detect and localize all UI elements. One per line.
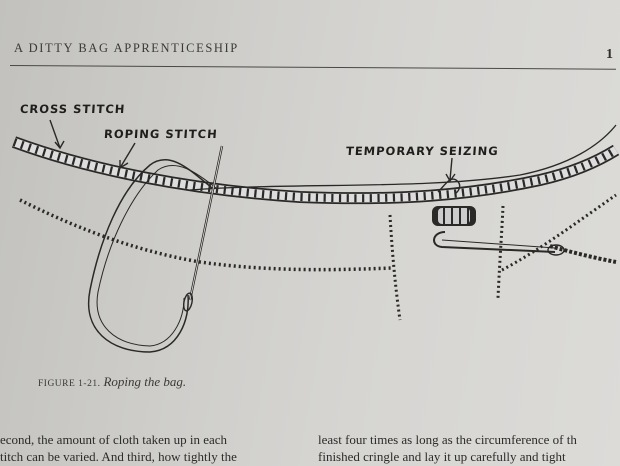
body-line: least four times as long as the circumfe… bbox=[318, 431, 620, 448]
body-line: titch can be varied. And third, how tigh… bbox=[0, 448, 300, 465]
figure-title: Roping the bag. bbox=[103, 374, 186, 389]
cross-stitch-label: CROSS STITCH bbox=[20, 102, 126, 116]
needle bbox=[182, 146, 222, 312]
roping-stitch-label: ROPING STITCH bbox=[104, 127, 219, 141]
bolt-rope bbox=[14, 142, 616, 198]
body-line: econd, the amount of cloth taken up in e… bbox=[0, 431, 300, 448]
cross-stitch-arrow bbox=[50, 120, 64, 148]
body-column-left: econd, the amount of cloth taken up in e… bbox=[0, 431, 300, 465]
roping-stitch-arrow bbox=[120, 143, 135, 168]
seizing-arrow bbox=[446, 158, 455, 181]
vertical-seam-right bbox=[498, 206, 503, 298]
vertical-seam-left bbox=[390, 215, 400, 320]
figure-number: FIGURE 1-21. bbox=[38, 379, 100, 389]
cross-stitch-seam bbox=[20, 195, 616, 270]
body-column-right: least four times as long as the circumfe… bbox=[318, 431, 620, 465]
temporary-seizing-label: TEMPORARY SEIZING bbox=[346, 144, 500, 158]
body-line: finished cringle and lay it up carefully… bbox=[318, 448, 620, 465]
figure-caption: FIGURE 1-21. Roping the bag. bbox=[38, 374, 186, 390]
